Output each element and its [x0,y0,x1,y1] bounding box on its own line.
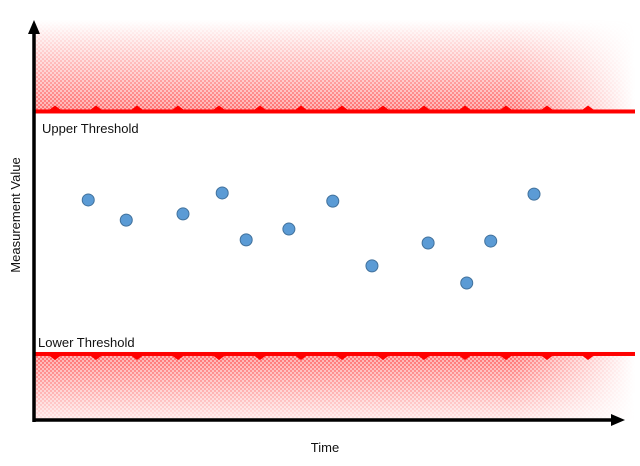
lower-threshold-label: Lower Threshold [38,335,135,350]
threshold-notch [129,105,145,112]
lower-exceedance-band [35,354,635,420]
threshold-notch [334,105,350,112]
data-point [421,236,435,250]
threshold-notch [580,353,596,360]
data-point [119,213,133,227]
y-axis-arrow-icon [28,20,40,34]
threshold-notch [580,105,596,112]
threshold-notch [457,105,473,112]
threshold-notch [170,105,186,112]
data-point [326,194,340,208]
x-axis-label: Time [311,440,339,455]
upper-threshold-label: Upper Threshold [42,121,139,136]
data-point [215,186,229,200]
data-point [282,222,296,236]
threshold-notch [457,353,473,360]
threshold-notch [47,353,63,360]
threshold-notch [129,353,145,360]
y-axis [28,20,40,422]
threshold-notch [170,353,186,360]
threshold-notch [416,105,432,112]
threshold-notch [47,105,63,112]
threshold-notch [375,353,391,360]
data-point [527,187,541,201]
data-points [81,186,541,290]
upper-threshold-line [35,105,635,114]
threshold-notch [211,353,227,360]
threshold-notch [539,353,555,360]
threshold-notch [88,353,104,360]
threshold-notch [293,353,309,360]
data-point [81,193,95,207]
threshold-notch [416,353,432,360]
threshold-notch [334,353,350,360]
threshold-notch [252,105,268,112]
x-axis-arrow-icon [611,414,625,426]
threshold-notch [498,105,514,112]
threshold-notch [375,105,391,112]
threshold-notch [498,353,514,360]
data-point [176,207,190,221]
threshold-notch [88,105,104,112]
upper-exceedance-band [35,20,635,112]
threshold-notch [539,105,555,112]
threshold-notch [252,353,268,360]
data-point [239,233,253,247]
threshold-notch [211,105,227,112]
threshold-notch [293,105,309,112]
data-point [484,234,498,248]
y-axis-label: Measurement Value [8,157,23,272]
x-axis [33,414,625,426]
lower-threshold-line [35,351,635,360]
data-point [365,259,379,273]
data-point [460,276,474,290]
